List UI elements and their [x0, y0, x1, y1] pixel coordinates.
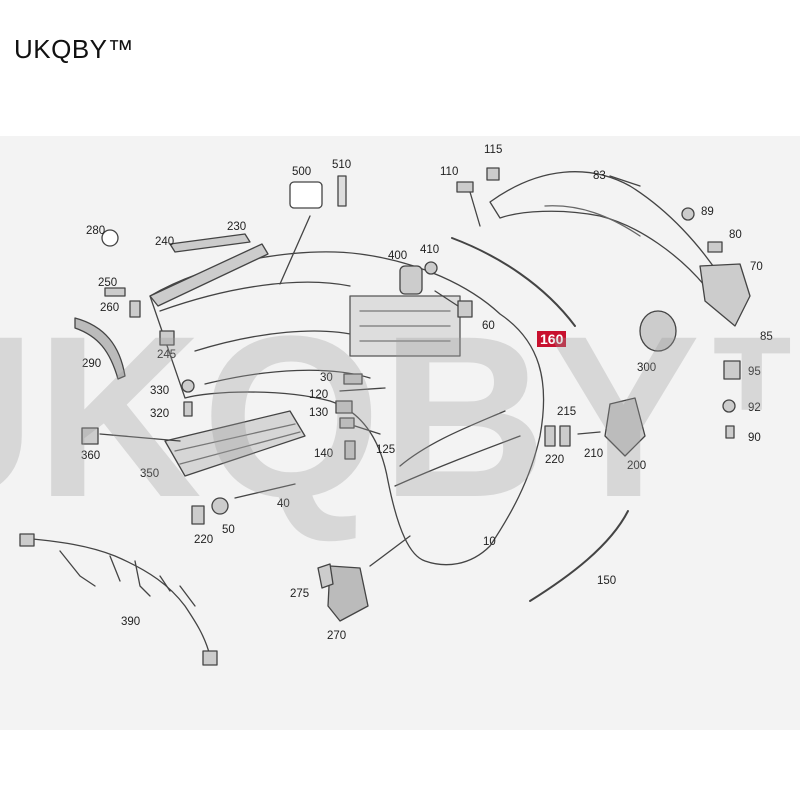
part-label-92: 92: [748, 402, 761, 414]
part-label-215: 215: [557, 406, 577, 418]
part-label-110: 110: [440, 166, 459, 178]
part-label-360: 360: [81, 450, 101, 462]
part-label-140: 140: [314, 448, 334, 460]
part-label-10: 10: [483, 536, 496, 548]
part-label-95: 95: [748, 366, 761, 378]
part-label-320: 320: [150, 408, 170, 420]
part-label-500: 500: [292, 166, 312, 178]
part-label-40: 40: [277, 498, 290, 510]
watermark-text: UKQBY™: [0, 288, 800, 545]
part-label-89: 89: [701, 206, 714, 218]
part-label-510: 510: [332, 159, 352, 171]
part-label-280: 280: [86, 225, 106, 237]
part-label-270: 270: [327, 630, 347, 642]
part-label-350: 350: [140, 468, 160, 480]
part-label-70: 70: [750, 261, 763, 273]
part-label-160-highlighted: 160: [537, 331, 567, 347]
part-label-210: 210: [584, 448, 604, 460]
part-label-150: 150: [597, 575, 617, 587]
part-label-240: 240: [155, 236, 175, 248]
part-label-220-left: 220: [194, 534, 214, 546]
part-label-80: 80: [729, 229, 742, 241]
wiring-harness: [19, 537, 211, 657]
part-label-260: 260: [100, 302, 120, 314]
part-label-400: 400: [388, 250, 408, 262]
part-label-245: 245: [157, 349, 177, 361]
parts-diagram-panel: 10 30 40 50 60 70 80 83 85 89 90 92 95 1…: [0, 136, 800, 730]
watermark-overlay: UKQBY™: [0, 288, 800, 545]
part-label-60: 60: [482, 320, 495, 332]
part-label-300: 300: [637, 362, 657, 374]
part-label-230: 230: [227, 221, 247, 233]
part-label-290: 290: [82, 358, 102, 370]
part-label-275: 275: [290, 588, 310, 600]
part-label-220-right: 220: [545, 454, 565, 466]
part-label-130: 130: [309, 407, 329, 419]
part-label-85: 85: [760, 331, 773, 343]
part-label-390: 390: [121, 616, 141, 628]
part-label-330: 330: [150, 385, 170, 397]
part-label-90: 90: [748, 432, 761, 444]
part-label-410: 410: [420, 244, 440, 256]
part-label-115: 115: [484, 144, 503, 156]
part-label-50: 50: [222, 524, 235, 536]
part-label-200: 200: [627, 460, 647, 472]
part-label-30: 30: [320, 372, 333, 384]
part-label-120: 120: [309, 389, 329, 401]
part-label-250: 250: [98, 277, 118, 289]
exploded-parts-diagram: [19, 167, 751, 666]
part-label-125: 125: [376, 444, 396, 456]
part-label-83: 83: [593, 170, 606, 182]
brand-title: UKQBY™: [14, 34, 135, 64]
